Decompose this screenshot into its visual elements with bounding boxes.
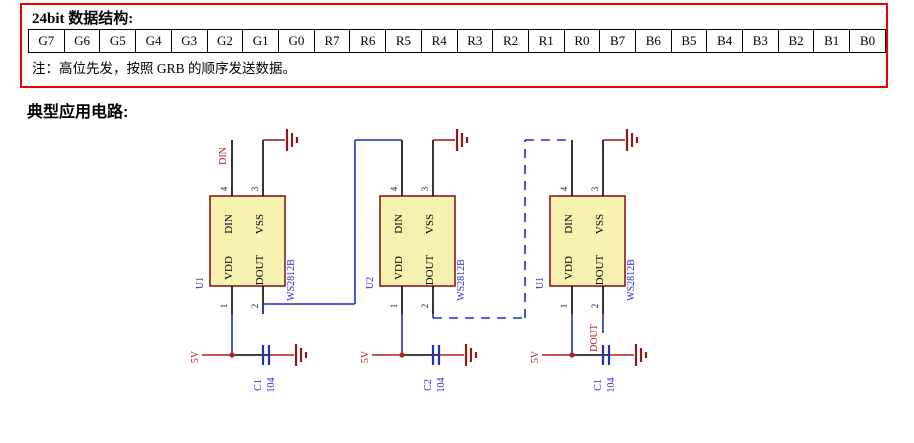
junction-dot	[399, 352, 405, 358]
ic-designator: U2	[365, 277, 376, 289]
bit-cell: R1	[527, 29, 565, 53]
data-structure-note: 注：高位先发，按照 GRB 的顺序发送数据。	[32, 61, 297, 76]
capacitor-value: 104	[436, 378, 447, 393]
cascade-wire-u1-u2	[262, 139, 402, 314]
capacitor-value: 104	[266, 378, 277, 393]
ic-body	[549, 195, 626, 287]
bit-cell: B6	[634, 29, 672, 53]
bit-cell: B2	[777, 29, 815, 53]
supply-label: 5V	[530, 350, 541, 363]
bit-cell: B1	[813, 29, 851, 53]
pin-number-vdd: 1	[389, 304, 399, 309]
ground-symbol-bottom	[634, 344, 648, 366]
bit-cell: G4	[135, 29, 172, 53]
capacitor-designator: C1	[253, 379, 264, 391]
pin-number-din: 4	[559, 186, 569, 191]
ic-part-number: WS2812B	[456, 259, 467, 301]
cascade-dashed-u2-u3	[432, 139, 572, 319]
pin-number-vss: 3	[590, 186, 600, 191]
capacitor-designator: C1	[593, 379, 604, 391]
bit-cell: R0	[563, 29, 601, 53]
pin-number-vss: 3	[420, 186, 430, 191]
bit-cell: B7	[599, 29, 636, 53]
bit-cell: R7	[313, 29, 351, 53]
bit-cell: B0	[849, 29, 886, 53]
pin-label-dout: DOUT	[254, 254, 266, 285]
ic-designator: U1	[535, 277, 546, 289]
bit-cell: G5	[99, 29, 137, 53]
net-label-din: DIN	[218, 147, 229, 165]
ic-body	[379, 195, 456, 287]
pin-label-din: DIN	[393, 214, 405, 234]
ic-part-number: WS2812B	[626, 259, 637, 301]
ground-symbol-top	[625, 129, 639, 151]
pin-label-vdd: VDD	[393, 256, 405, 280]
capacitor-symbol	[261, 345, 271, 365]
pin-label-dout: DOUT	[424, 254, 436, 285]
junction-dot	[569, 352, 575, 358]
pin-label-vdd: VDD	[563, 256, 575, 280]
ic-part-number: WS2812B	[286, 259, 297, 301]
page-title: 典型应用电路:	[27, 104, 129, 121]
pin-number-dout: 2	[420, 304, 430, 309]
junction-dot	[229, 352, 235, 358]
pin-number-dout: 2	[250, 304, 260, 309]
data-structure-title: 24bit 数据结构:	[32, 11, 134, 27]
pin-number-dout: 2	[590, 304, 600, 309]
bit-cell: R5	[385, 29, 422, 53]
pin-label-vss: VSS	[594, 214, 606, 234]
ic-body	[209, 195, 286, 287]
ground-symbol-top	[455, 129, 469, 151]
ground-symbol-bottom	[464, 344, 478, 366]
pin-number-din: 4	[389, 186, 399, 191]
bit-cell: R4	[420, 29, 458, 53]
capacitor-symbol	[431, 345, 441, 365]
pin-label-vss: VSS	[254, 214, 266, 234]
pin-label-dout: DOUT	[594, 254, 606, 285]
supply-label: 5V	[360, 350, 371, 363]
bit-cell: G6	[63, 29, 101, 53]
bit-cell: B3	[742, 29, 779, 53]
pin-number-vdd: 1	[219, 304, 229, 309]
capacitor-symbol	[601, 345, 611, 365]
capacitor-value: 104	[606, 378, 617, 393]
supply-label: 5V	[190, 350, 201, 363]
bit-cell: G1	[242, 29, 280, 53]
bit-cell: G7	[28, 29, 65, 53]
bit-cell: B4	[706, 29, 743, 53]
ic-designator: U1	[195, 277, 206, 289]
bit-cell: G2	[206, 29, 244, 53]
bit-cell: R3	[456, 29, 494, 53]
pin-label-din: DIN	[563, 214, 575, 234]
bit-cell: R6	[349, 29, 387, 53]
bit-cell: G0	[278, 29, 315, 53]
ground-symbol-bottom	[294, 344, 308, 366]
pin-number-vdd: 1	[559, 304, 569, 309]
ground-symbol-top	[285, 129, 299, 151]
pin-number-din: 4	[219, 186, 229, 191]
pin-label-vdd: VDD	[223, 256, 235, 280]
pin-label-vss: VSS	[424, 214, 436, 234]
bit-cell: G3	[170, 29, 208, 53]
bit-cell: R2	[492, 29, 529, 53]
pin-label-din: DIN	[223, 214, 235, 234]
bit-cell: B5	[670, 29, 708, 53]
capacitor-designator: C2	[423, 379, 434, 391]
net-label-dout: DOUT	[589, 324, 600, 352]
pin-number-vss: 3	[250, 186, 260, 191]
